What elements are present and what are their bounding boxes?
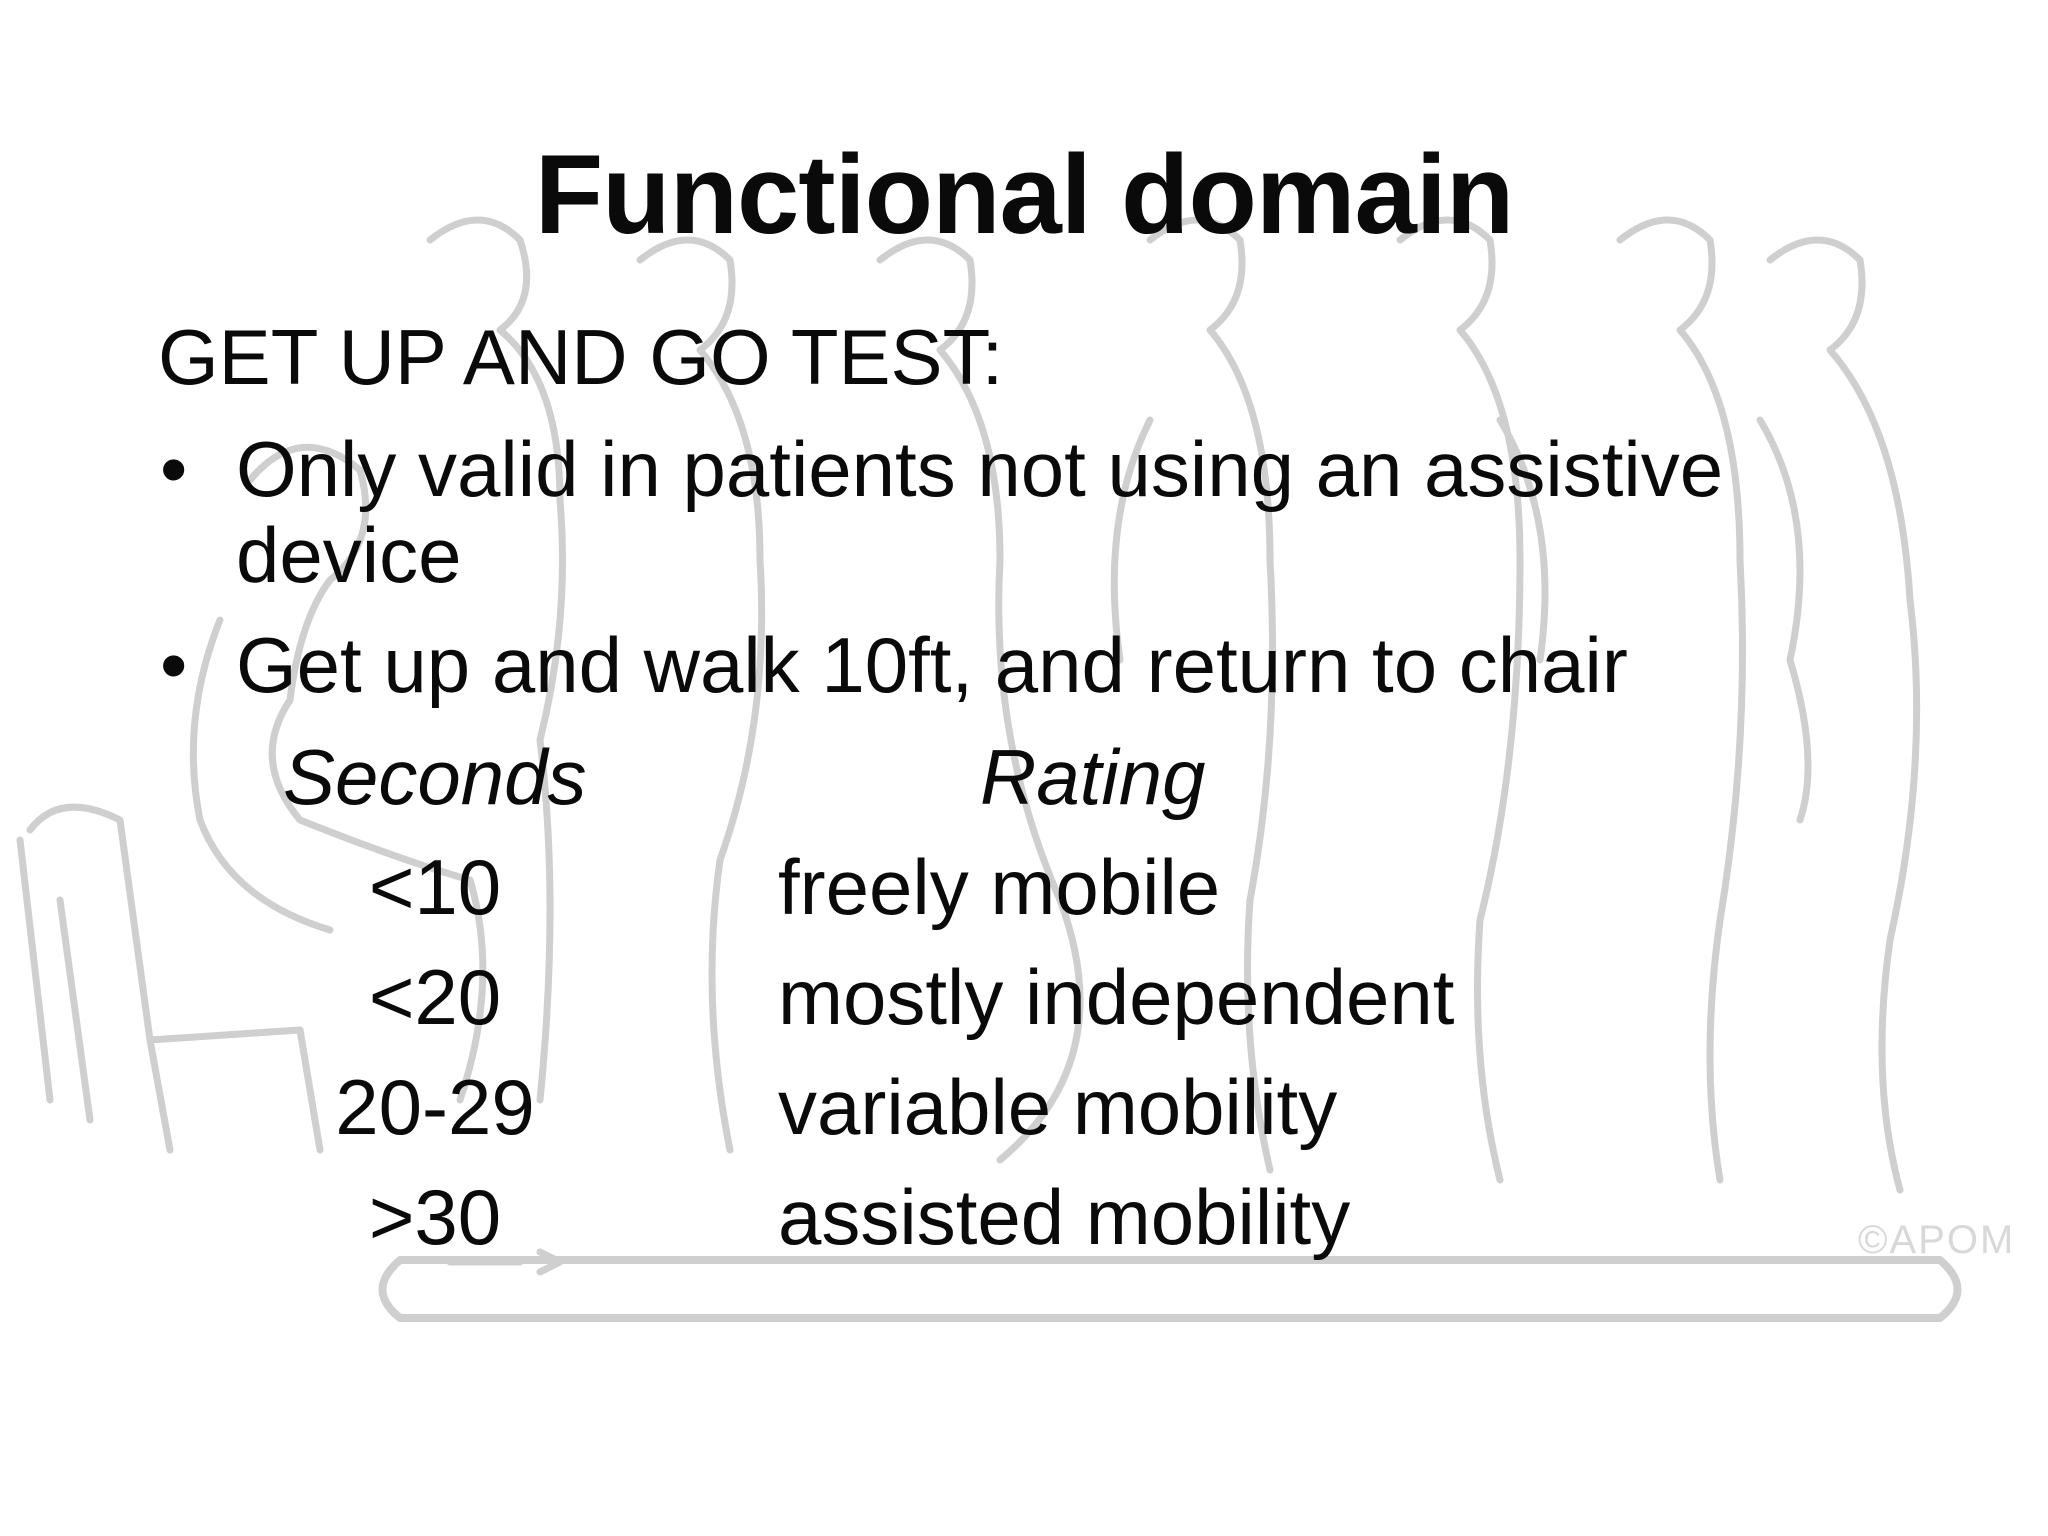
bullet-icon: • [160,621,188,709]
seconds-cell: 20-29 [335,1063,535,1151]
rating-cell: mostly independent [778,953,1455,1041]
chair-illustration [16,803,324,1154]
table-row: <10 freely mobile [0,842,2048,942]
bullet-icon: • [160,425,188,513]
seconds-cell: <20 [368,953,502,1041]
rating-cell: assisted mobility [778,1173,1351,1261]
seconds-cell: <10 [368,843,502,931]
seconds-column-header: Seconds [283,733,587,821]
bullet-item: • Only valid in patients not using an as… [160,425,1936,599]
table-row: 20-29 variable mobility [0,1062,2048,1162]
slide-title: Functional domain [534,132,1515,257]
bullet-text: Only valid in patients not using an assi… [236,425,1724,599]
watermark: ©APOM [1858,1218,2016,1262]
rating-cell: freely mobile [778,843,1221,931]
bullet-item: • Get up and walk 10ft, and return to ch… [160,621,1936,709]
rating-cell: variable mobility [778,1063,1338,1151]
bullet-text: Get up and walk 10ft, and return to chai… [236,621,1628,709]
test-heading: GET UP AND GO TEST: [158,313,1004,401]
rating-column-header: Rating [980,733,1206,821]
walkway-track-illustration [378,1248,1962,1322]
table-row: >30 assisted mobility [0,1172,2048,1272]
seconds-cell: >30 [368,1173,502,1261]
table-row: <20 mostly independent [0,952,2048,1052]
